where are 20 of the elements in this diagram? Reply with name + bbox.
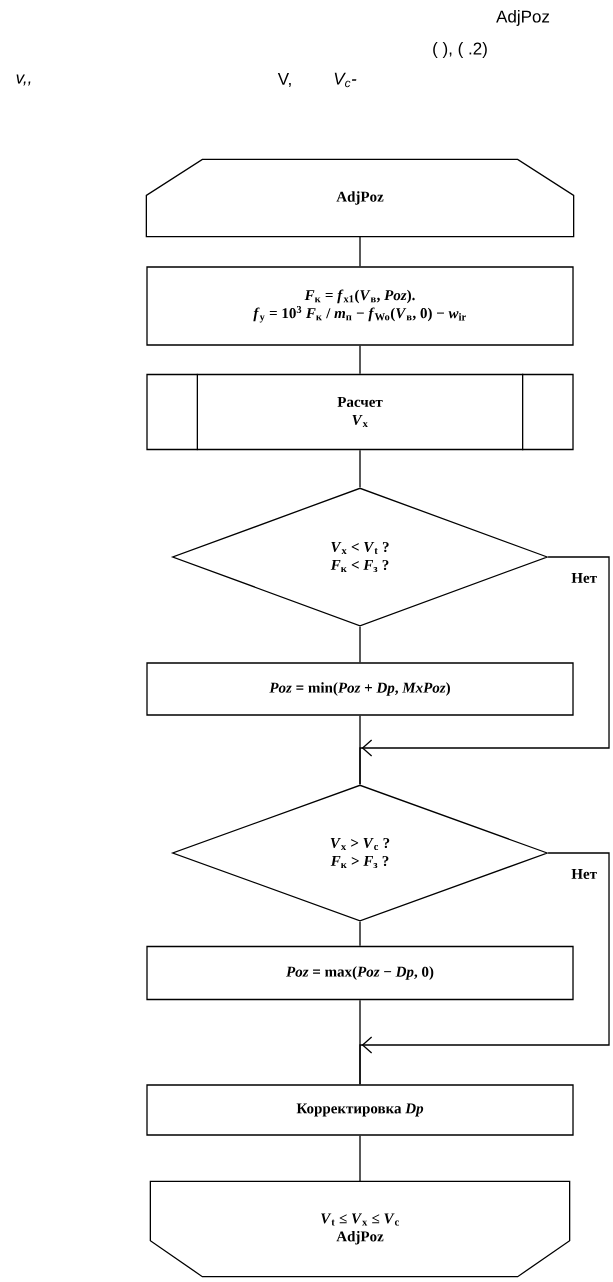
subprocess-box: Расчет V$_{x}$ [146, 373, 574, 451]
connector-line [359, 1135, 361, 1182]
connector-line [359, 345, 361, 375]
edge-label: Нет [570, 572, 598, 584]
connector-line [359, 626, 361, 663]
loop-end-box: V$_{t}$ ≤ V$_{x}$ ≤ V$_{c}$ AdjPoz [149, 1180, 571, 1278]
process-box: Корректировка Dp [146, 1084, 574, 1136]
process-box: Poz = max(Poz − Dp, 0) [146, 945, 574, 1001]
process-box: Poz = min(Poz + Dp, MxPoz) [146, 662, 574, 716]
connector-line [359, 449, 361, 488]
process-box: F$_{к}$ = f$_{x1}$(V$_{в}$, Poz). f$_{y}$ = 10$^{3}$ F$_{к}$ / m$_{п}$ − f$_{Wo}$(V$_{в}$, 0) − w$_{ir}$ [146, 266, 574, 346]
header-text: AdjPoz [496, 10, 550, 26]
header-text: ( ), ( .2) [433, 42, 487, 58]
edge-label: Нет [570, 868, 598, 880]
header-text: V, [277, 73, 291, 87]
loop-start-box: AdjPoz [145, 158, 575, 238]
header-text: V$_{c}$- [334, 72, 357, 88]
header-text: v,, [16, 74, 31, 86]
connector-line [359, 921, 361, 947]
connector-line [359, 236, 361, 267]
